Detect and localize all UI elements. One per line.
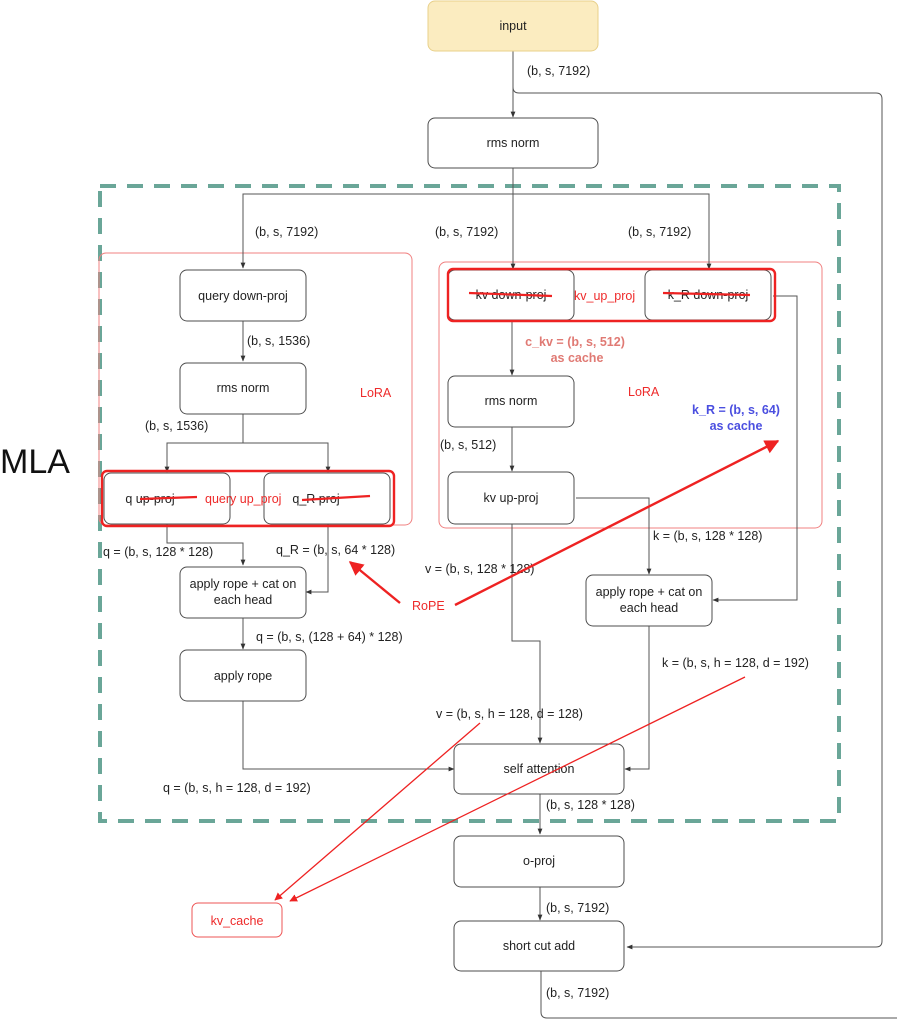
- strike-k-r-down-proj: [662, 291, 751, 297]
- label-q-final: q = (b, s, h = 128, d = 192): [163, 781, 311, 795]
- label-v-out: v = (b, s, 128 * 128): [425, 562, 534, 576]
- node-rms-norm-top: rms norm: [427, 117, 599, 169]
- edge-kv-up-k: [576, 497, 652, 575]
- node-rms-norm-q: rms norm: [179, 362, 307, 415]
- label-q-cat-out: q = (b, s, (128 + 64) * 128): [256, 630, 403, 644]
- label-v-final: v = (b, s, h = 128, d = 128): [436, 707, 583, 721]
- node-apply-rope: apply rope: [179, 649, 307, 702]
- edge-to-k-r-down: [513, 193, 712, 270]
- node-input: input: [427, 0, 599, 52]
- edge-output: [540, 971, 897, 1019]
- svg-text:apply rope + cat on: apply rope + cat on: [596, 585, 703, 599]
- kv-up-proj-group: [446, 267, 777, 323]
- label-k-out: k = (b, s, 128 * 128): [653, 529, 762, 543]
- label-to-query-down: (b, s, 7192): [255, 225, 318, 239]
- query-up-proj-group: [100, 469, 396, 528]
- svg-text:each head: each head: [620, 601, 678, 615]
- svg-text:self attention: self attention: [504, 762, 575, 776]
- strike-q-r-proj: [301, 494, 371, 502]
- label-rope: RoPE: [412, 599, 445, 613]
- label-q-out: q = (b, s, 128 * 128): [103, 545, 213, 559]
- label-input-out: (b, s, 7192): [527, 64, 590, 78]
- label-k-r-line2: as cache: [710, 419, 763, 433]
- svg-text:apply rope + cat on: apply rope + cat on: [190, 577, 297, 591]
- strike-q-up-proj: [139, 495, 198, 501]
- arrow-rope-to-q-r: [348, 561, 401, 604]
- svg-text:input: input: [499, 19, 527, 33]
- edge-rms-q-split: [164, 414, 244, 473]
- svg-text:rms norm: rms norm: [217, 381, 270, 395]
- node-apply-rope-cat-k: apply rope + cat on each head: [585, 574, 713, 627]
- svg-text:kv_cache: kv_cache: [211, 914, 264, 928]
- label-to-k-r-down: (b, s, 7192): [628, 225, 691, 239]
- svg-text:short cut add: short cut add: [503, 939, 575, 953]
- label-lora-left: LoRA: [360, 386, 392, 400]
- label-attn-out: (b, s, 128 * 128): [546, 798, 635, 812]
- arrow-rope-to-k-r: [454, 439, 780, 607]
- arrow-k-to-kv-cache: [289, 676, 746, 902]
- mla-region: [98, 184, 841, 823]
- svg-text:query down-proj: query down-proj: [198, 289, 288, 303]
- edge-kv-up-v: [511, 524, 543, 744]
- label-c-kv-line2: as cache: [551, 351, 604, 365]
- lora-region-kv: [438, 261, 823, 529]
- label-k-final: k = (b, s, h = 128, d = 192): [662, 656, 809, 670]
- label-rms-norm-q-out: (b, s, 1536): [145, 419, 208, 433]
- label-to-kv-down: (b, s, 7192): [435, 225, 498, 239]
- node-kv-up-proj: kv up-proj: [447, 471, 575, 525]
- label-shortcut-out: (b, s, 7192): [546, 986, 609, 1000]
- svg-text:kv up-proj: kv up-proj: [484, 491, 539, 505]
- label-o-proj-out: (b, s, 7192): [546, 901, 609, 915]
- edge-to-query-down: [240, 193, 513, 269]
- svg-text:each head: each head: [214, 593, 272, 607]
- arrow-v-to-kv-cache: [274, 722, 481, 901]
- label-k-r-line1: k_R = (b, s, 64): [692, 403, 780, 417]
- label-query-down-out: (b, s, 1536): [247, 334, 310, 348]
- svg-text:rms norm: rms norm: [487, 136, 540, 150]
- node-short-cut-add: short cut add: [453, 920, 625, 972]
- node-apply-rope-cat-q: apply rope + cat on each head: [179, 566, 307, 619]
- mla-title: MLA: [0, 443, 70, 481]
- svg-text:rms norm: rms norm: [485, 394, 538, 408]
- label-q-r-out: q_R = (b, s, 64 * 128): [276, 543, 395, 557]
- label-query-up-proj: query up_proj: [205, 492, 281, 506]
- edge-shortcut: [512, 86, 883, 950]
- strike-kv-down-proj: [468, 291, 553, 298]
- edge-k-r-cat: [712, 295, 798, 603]
- node-o-proj: o-proj: [453, 835, 625, 888]
- node-query-down-proj: query down-proj: [179, 269, 307, 322]
- edge-q-r-cat: [305, 524, 329, 595]
- edge-k-cat-attn: [624, 626, 650, 772]
- edge-rope-attn: [242, 701, 455, 772]
- node-kv-cache: kv_cache: [191, 902, 283, 938]
- label-lora-right: LoRA: [628, 385, 660, 399]
- edge-q-up-cat: [166, 524, 246, 566]
- label-c-kv-line1: c_kv = (b, s, 512): [525, 335, 625, 349]
- label-kv-up-proj: kv_up_proj: [574, 289, 635, 303]
- label-rms-norm-kv-out: (b, s, 512): [440, 438, 496, 452]
- svg-text:o-proj: o-proj: [523, 854, 555, 868]
- svg-text:apply rope: apply rope: [214, 669, 272, 683]
- node-self-attention: self attention: [453, 743, 625, 795]
- node-rms-norm-kv: rms norm: [447, 375, 575, 428]
- edge-rms-q-qr: [243, 442, 331, 473]
